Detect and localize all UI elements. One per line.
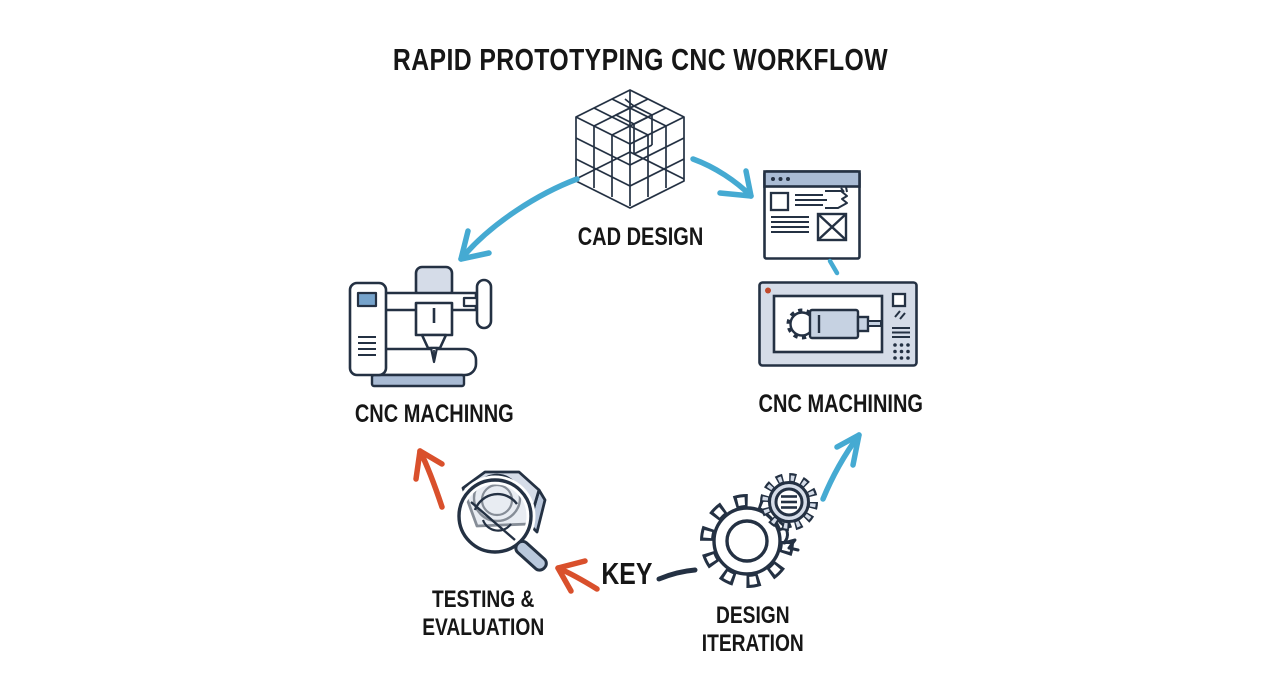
magnifier bbox=[454, 475, 548, 572]
nut-hole-outer bbox=[472, 473, 522, 523]
cad-design-node bbox=[565, 84, 695, 219]
design-iteration-node bbox=[685, 462, 825, 592]
testing-evaluation-node bbox=[441, 464, 561, 584]
cam-program-node bbox=[763, 170, 861, 260]
window-titlebar bbox=[763, 170, 861, 188]
handwheel bbox=[475, 278, 493, 330]
key-label: KEY bbox=[601, 556, 653, 591]
cnc-machining-right-node bbox=[758, 281, 918, 367]
arrow-iteration-to-cnc-machining-icon bbox=[820, 432, 862, 502]
testing-evaluation-label: TESTING & EVALUATION bbox=[422, 586, 544, 641]
cnc-control-screen-icon bbox=[758, 281, 918, 367]
lens-refraction-arc bbox=[473, 492, 518, 511]
lens-reflection bbox=[470, 501, 516, 541]
arrow-testing-to-machine-icon bbox=[413, 448, 445, 510]
spindle-motor bbox=[786, 308, 882, 340]
power-indicator-dot bbox=[765, 287, 771, 294]
cnc-machining-left-label: CNC MACHINNG bbox=[354, 400, 514, 428]
panel-glyph bbox=[894, 310, 906, 320]
part-sketch bbox=[795, 186, 848, 209]
dash-cam-to-control-icon bbox=[827, 258, 840, 276]
column-vents bbox=[358, 336, 376, 356]
wireframe-cube-icon bbox=[575, 89, 685, 209]
cube-notch bbox=[615, 98, 653, 155]
column-screen bbox=[356, 291, 378, 308]
panel-dot-grid bbox=[893, 343, 910, 360]
small-gear-lines bbox=[781, 495, 797, 509]
text-lines bbox=[771, 216, 809, 233]
panel-button bbox=[891, 292, 907, 308]
magnifier-hex-nut-icon bbox=[454, 470, 548, 572]
gears-icon bbox=[700, 473, 818, 588]
window-dots-icon bbox=[771, 177, 790, 181]
page-title: RAPID PROTOTYPING CNC WORKFLOW bbox=[392, 42, 888, 77]
cad-design-label: CAD DESIGN bbox=[577, 223, 703, 251]
cnc-machining-right-label: CNC MACHINING bbox=[758, 390, 923, 418]
cnc-milling-machine-icon bbox=[348, 265, 493, 388]
image-placeholder-icon bbox=[816, 212, 848, 242]
cnc-machining-left-node bbox=[346, 263, 496, 393]
thumbnail-box bbox=[769, 191, 790, 212]
arrow-cad-to-cam-window-icon bbox=[690, 156, 754, 199]
cam-program-window-icon bbox=[763, 170, 861, 260]
large-gear bbox=[700, 494, 794, 588]
small-gear bbox=[760, 473, 818, 531]
design-iteration-label: DESIGN ITERATION bbox=[701, 602, 805, 657]
panel-lines bbox=[892, 327, 910, 338]
magnifier-handle bbox=[514, 539, 548, 572]
control-panel bbox=[891, 292, 910, 360]
machine-base-plate bbox=[370, 373, 466, 388]
